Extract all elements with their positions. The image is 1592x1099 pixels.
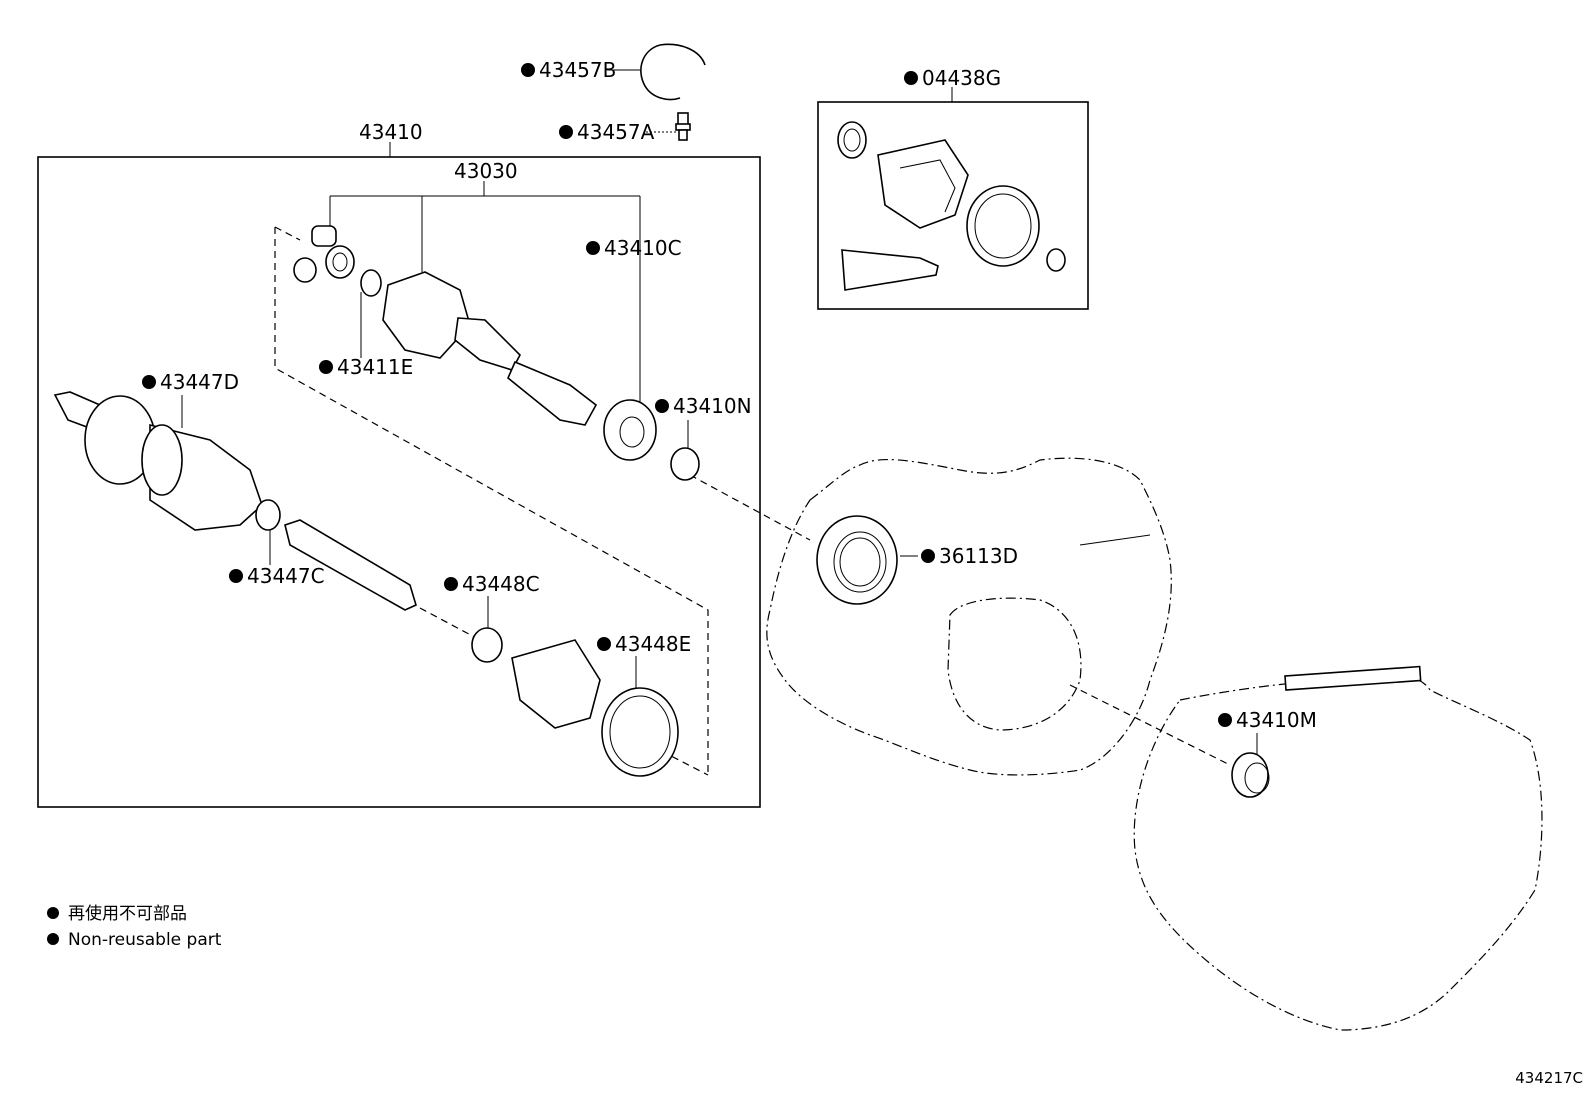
label-43448E-text: 43448E — [615, 632, 691, 656]
legend-line-en: Non-reusable part — [68, 930, 222, 950]
label-43411E-text: 43411E — [337, 355, 413, 379]
boot-kit-04438G-frame — [817, 101, 1089, 310]
label-43457A-text: 43457A — [577, 120, 655, 144]
boot-band-43448C-icon — [471, 627, 503, 663]
label-43447D-text: 43447D — [160, 370, 239, 394]
label-43448C[interactable]: 43448C — [444, 572, 540, 596]
label-43410N[interactable]: 43410N — [655, 394, 752, 418]
label-43448E[interactable]: 43448E — [597, 632, 691, 656]
inner-joint-43030-icon — [293, 225, 598, 426]
diagram-code: 434217C — [1515, 1069, 1583, 1087]
label-43411E[interactable]: 43411E — [319, 355, 413, 379]
transmission-outline — [1133, 675, 1543, 1031]
assembly-43410-frame — [37, 156, 761, 808]
label-36113D[interactable]: 36113D — [921, 544, 1018, 568]
snap-ring-43410N-icon — [670, 447, 700, 481]
legend: 再使用不可部品 Non-reusable part — [47, 903, 222, 950]
label-43410-text: 43410 — [359, 120, 423, 144]
label-43447D[interactable]: 43447D — [142, 370, 239, 394]
label-43410[interactable]: 43410 — [359, 120, 423, 144]
label-04438G[interactable]: 04438G — [904, 66, 1001, 90]
boot-band-43448E-icon — [601, 687, 679, 777]
label-43447C-text: 43447C — [247, 564, 325, 588]
label-43447C[interactable]: 43447C — [229, 564, 325, 588]
label-43410M-text: 43410M — [1236, 708, 1317, 732]
label-43030[interactable]: 43030 — [454, 159, 518, 183]
snap-ring-43457B-icon — [640, 43, 706, 101]
label-43457B[interactable]: 43457B — [521, 58, 616, 82]
label-04438G-text: 04438G — [922, 66, 1001, 90]
label-43457A[interactable]: 43457A — [559, 120, 655, 144]
label-43030-text: 43030 — [454, 159, 518, 183]
transaxle-case-outline — [766, 457, 1172, 776]
label-43457B-text: 43457B — [539, 58, 616, 82]
outer-joint-43447D-icon — [53, 391, 263, 531]
label-43410C-text: 43410C — [604, 236, 682, 260]
boot-band-43447C-icon — [255, 499, 281, 531]
label-36113D-text: 36113D — [939, 544, 1018, 568]
label-43410N-text: 43410N — [673, 394, 752, 418]
bolt-43457A-icon — [675, 112, 691, 141]
label-43410C[interactable]: 43410C — [586, 236, 682, 260]
bearing-icon — [603, 399, 657, 461]
label-43448C-text: 43448C — [462, 572, 540, 596]
boot-kit-04438G-icon — [837, 121, 1066, 291]
legend-line-jp: 再使用不可部品 — [68, 903, 187, 924]
oil-seal-36113D-icon — [816, 515, 898, 605]
drive-shaft-icon — [284, 519, 417, 611]
label-43410M[interactable]: 43410M — [1218, 708, 1317, 732]
oil-seal-43410M-icon — [1231, 752, 1269, 798]
boot-43448E-icon — [511, 639, 601, 729]
